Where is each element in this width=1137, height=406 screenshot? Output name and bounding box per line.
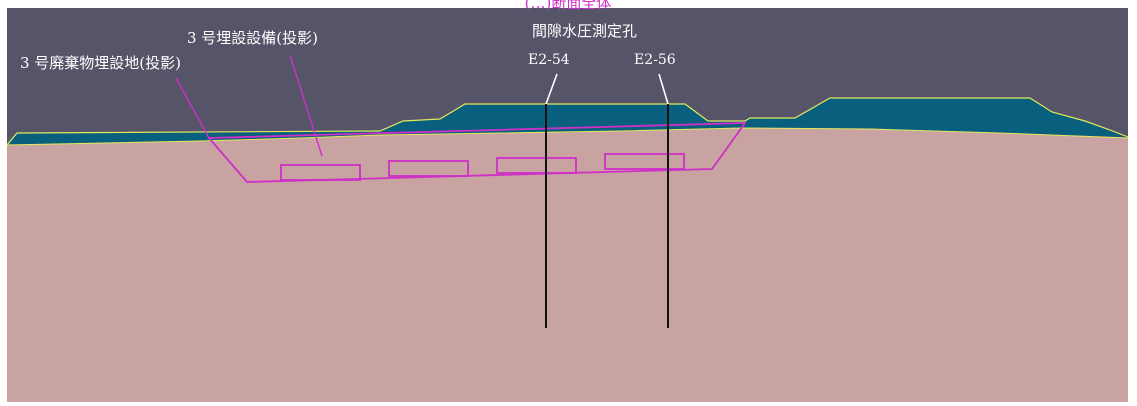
disposal-site-outline bbox=[207, 122, 747, 183]
label-facility-no3: 3 号埋設設備(投影) bbox=[187, 29, 318, 47]
facility-leader bbox=[289, 54, 323, 157]
facility-box-1 bbox=[280, 164, 361, 181]
diagram-title: (…)断面全体 bbox=[525, 0, 612, 12]
label-pore-pressure-holes: 間隙水圧測定孔 bbox=[532, 22, 637, 40]
label-hole-e2-54: E2-54 bbox=[528, 52, 570, 68]
facility-box-2 bbox=[388, 160, 469, 177]
label-hole-e2-56: E2-56 bbox=[634, 52, 676, 68]
ground-layer bbox=[7, 128, 1128, 402]
leader-e2-54 bbox=[545, 73, 558, 105]
leader-e2-56 bbox=[658, 73, 669, 105]
facility-box-3 bbox=[496, 157, 577, 174]
label-disposal-site-no3: 3 号廃棄物埋設地(投影) bbox=[20, 54, 181, 72]
fill-layer bbox=[7, 98, 1128, 145]
fill-surface-outline bbox=[6, 97, 1129, 146]
disposal-site-leader bbox=[175, 77, 210, 139]
facility-box-4 bbox=[604, 153, 685, 170]
ground-surface-outline bbox=[6, 127, 1129, 146]
